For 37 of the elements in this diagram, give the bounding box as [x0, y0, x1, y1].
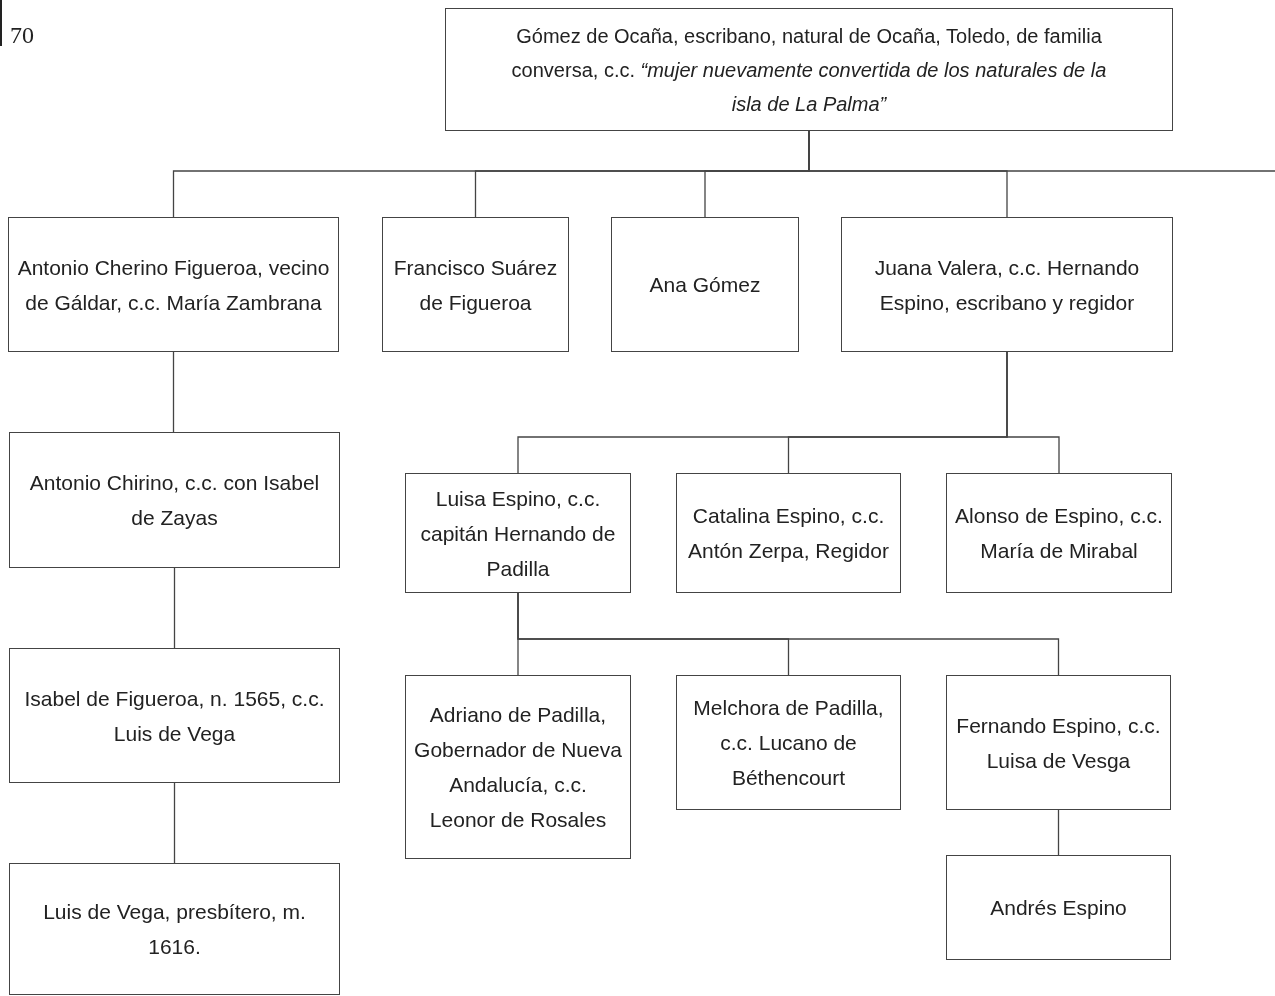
person-text: Gómez de Ocaña, escribano, natural de Ocaña, Toledo, de familia conversa, c.c. “mujer nuevamente convertida de los naturales de la isla de La Palma” [510, 23, 1108, 117]
connector-line [1006, 351, 1060, 474]
person-box [676, 473, 901, 593]
person-text: Antonio Cherino Figueroa, vecino de Gáldar, c.c. María Zambrana [17, 254, 330, 316]
person-box [946, 473, 1172, 593]
person-box [405, 675, 631, 859]
connector-line [1057, 809, 1060, 856]
person-box [946, 675, 1171, 810]
person-text: Alonso de Espino, c.c. María de Mirabal [955, 503, 1163, 564]
person-box [8, 217, 339, 352]
person-text: Isabel de Figueroa, n. 1565, c.c. Luis de Vega [23, 685, 326, 747]
person-box [9, 648, 340, 783]
person-box [841, 217, 1173, 352]
person-box [382, 217, 569, 352]
person-text: Adriano de Padilla, Gobernador de Nueva Andalucía, c.c. Leonor de Rosales [414, 702, 622, 833]
connector-line [517, 592, 1060, 676]
person-box [445, 8, 1173, 131]
person-text: Luis de Vega, presbítero, m. 1616. [42, 899, 307, 960]
person-text: Luisa Espino, c.c. capitán Hernando de Padilla [419, 485, 617, 582]
person-box [676, 675, 901, 810]
person-box [611, 217, 799, 352]
person-box [9, 863, 340, 995]
person-text: Fernando Espino, c.c. Luisa de Vesga [955, 712, 1162, 774]
person-text: Catalina Espino, c.c. Antón Zerpa, Regidor [687, 503, 890, 564]
page-number: 70 [10, 21, 34, 50]
connector-line [172, 351, 175, 433]
person-box [405, 473, 631, 593]
person-text: Antonio Chirino, c.c. con Isabel de Zayas [28, 470, 321, 531]
person-text: Juana Valera, c.c. Hernando Espino, escribano y regidor [873, 254, 1141, 316]
connector-line [173, 782, 176, 864]
person-box [946, 855, 1171, 960]
person-box [9, 432, 340, 568]
person-text: Ana Gómez [649, 272, 761, 298]
person-text: Melchora de Padilla, c.c. Lucano de Béthencourt [692, 695, 885, 791]
connector-line [173, 567, 176, 649]
person-text: Francisco Suárez de Figueroa [392, 254, 559, 316]
person-text: Andrés Espino [990, 895, 1127, 921]
